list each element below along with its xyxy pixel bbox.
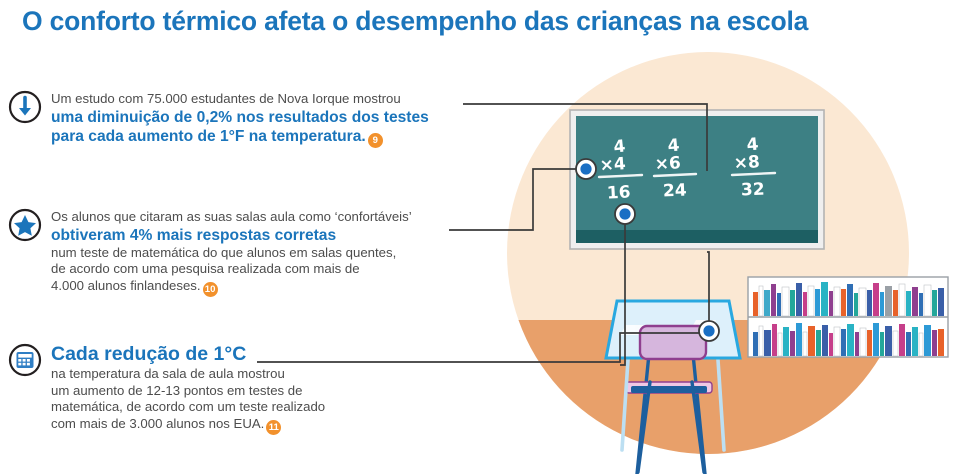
text-line: um aumento de 12-13 pontos em testes de [51, 382, 303, 398]
text-line: na temperatura da sala de aula mostrou [51, 366, 285, 381]
text-line: 4.000 alunos finlandeses. [51, 277, 201, 293]
classroom-illustration: 4 ×4 16 4 ×6 24 4 ×8 32 [500, 52, 959, 474]
svg-text:×8: ×8 [733, 152, 760, 173]
stat-block-text: Cada redução de 1°C na temperatura da sa… [51, 343, 478, 435]
bookshelf-row-2 [753, 323, 944, 357]
bookshelf-row-1 [753, 282, 944, 317]
text-line: uma diminuição de 0,2% nos resultados do… [51, 108, 429, 126]
text-line: de acordo com uma pesquisa realizada com… [51, 261, 360, 276]
stat-block-usa: Cada redução de 1°C na temperatura da sa… [8, 343, 478, 435]
svg-text:32: 32 [741, 180, 765, 201]
text-line: para cada aumento de 1°F na temperatura. [51, 127, 366, 145]
text-line-with-ref: com mais de 3.000 alunos nos EUA.11 [51, 416, 478, 435]
star-circle-icon [8, 208, 42, 242]
svg-text:×6: ×6 [654, 153, 681, 174]
desk-legs [620, 358, 726, 452]
chair-seat [625, 381, 713, 394]
svg-text:4: 4 [746, 135, 760, 156]
stat-block-finland: Os alunos que citaram as suas salas aula… [8, 208, 478, 297]
stat-block-new-york: Um estudo com 75.000 estudantes de Nova … [8, 90, 478, 148]
arrow-down-circle-icon [8, 90, 42, 124]
svg-text:16: 16 [606, 182, 631, 203]
stat-block-text: Um estudo com 75.000 estudantes de Nova … [51, 90, 478, 148]
text-line: com mais de 3.000 alunos nos EUA. [51, 415, 265, 431]
text-line: num teste de matemática do que alunos em… [51, 244, 397, 260]
desk-notebook [638, 324, 708, 361]
text-line-with-ref: 4.000 alunos finlandeses.10 [51, 278, 478, 297]
chair-legs [636, 380, 706, 474]
text-line: Um estudo com 75.000 estudantes de Nova … [51, 91, 401, 106]
bookshelf [747, 276, 949, 358]
svg-text:24: 24 [663, 181, 688, 202]
chalkboard: 4 ×4 16 4 ×6 24 4 ×8 32 [569, 109, 825, 250]
text-line: obtiveram 4% mais respostas corretas [51, 226, 337, 244]
svg-text:×4: ×4 [599, 154, 627, 176]
text-line: Cada redução de 1°C [51, 343, 247, 365]
text-line: Os alunos que citaram as suas salas aula… [51, 209, 412, 224]
stat-block-text: Os alunos que citaram as suas salas aula… [51, 208, 478, 297]
text-line: matemática, de acordo com um teste reali… [51, 399, 326, 414]
reference-badge: 9 [367, 132, 383, 148]
calculator-circle-icon [8, 343, 42, 377]
reference-badge: 10 [202, 281, 218, 297]
page-title: O conforto térmico afeta o desempenho da… [22, 6, 809, 36]
reference-badge: 11 [266, 419, 282, 435]
text-line-with-ref: para cada aumento de 1°F na temperatura.… [51, 127, 478, 148]
